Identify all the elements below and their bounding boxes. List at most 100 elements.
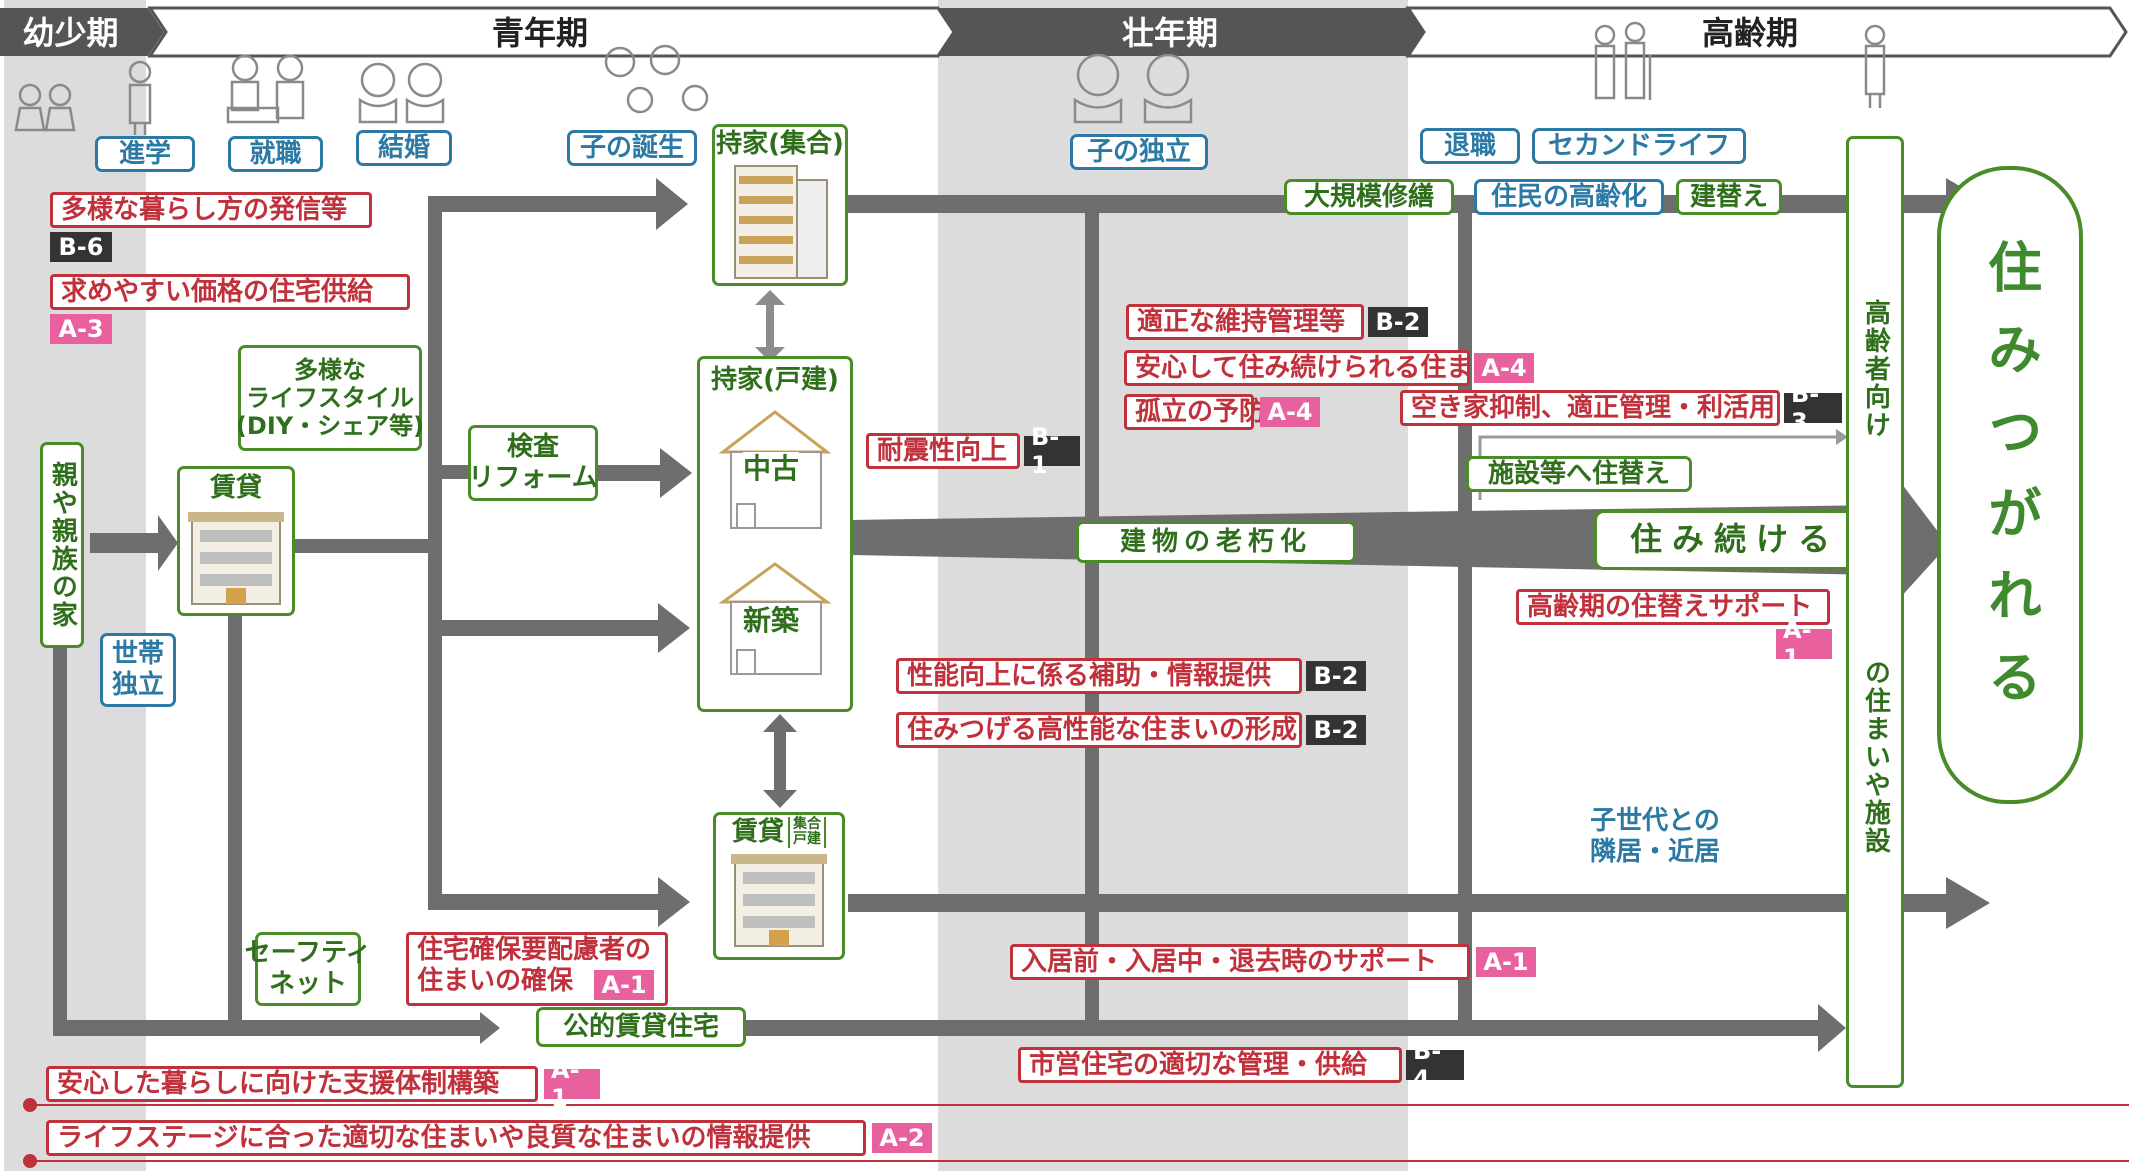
tayou-lifestyle-line2: ライフスタイル	[246, 383, 414, 412]
code-tekisei: B-2	[1368, 307, 1428, 337]
housing-rental: 賃貸	[177, 466, 295, 616]
code-seinou: B-2	[1306, 661, 1366, 691]
arrowhead-public-end	[1818, 1004, 1846, 1052]
tayou-lifestyle-line1: 多様な	[294, 355, 366, 384]
label-tatekae: 建替え	[1676, 179, 1782, 215]
house-new: 新築	[715, 558, 835, 678]
link-house-rental	[774, 728, 786, 793]
arrowhead-parent-to-rental	[158, 515, 178, 571]
event-ko-tanjo: 子の誕生	[567, 130, 697, 166]
code-shien: A-1	[544, 1056, 600, 1112]
flow-to-public-rental	[53, 1020, 483, 1036]
code-joho: A-2	[872, 1123, 932, 1153]
event-taishoku: 退職	[1420, 128, 1520, 164]
timeline-info-dot	[23, 1154, 37, 1168]
tayou-lifestyle-line3: (DIY・シェア等)	[235, 412, 425, 441]
used-label: 中古	[743, 451, 800, 485]
worker-figure	[226, 54, 305, 124]
condo-label: 持家(集合)	[716, 129, 844, 159]
flow-to-reform	[428, 465, 468, 479]
kensa-reform-line1: 検査	[506, 432, 559, 463]
ko-sedai-line2: 隣居・近居	[1589, 837, 1720, 867]
link-house-rental-bottom	[763, 790, 797, 808]
housing-condo: 持家(集合)	[712, 124, 848, 286]
ko-sedai-line1: 子世代との	[1590, 806, 1720, 837]
flow-reform-to-house	[592, 465, 662, 481]
arrowhead-public-rental	[480, 1012, 500, 1044]
event-kekkon: 結婚	[356, 130, 452, 166]
detached-label: 持家(戸建)	[711, 365, 839, 395]
code-taishin: B-1	[1024, 423, 1080, 479]
code-shiei: B-4	[1406, 1037, 1464, 1093]
arrowhead-facility	[1836, 429, 1848, 445]
stage-middle: 壮年期	[1121, 14, 1218, 52]
arrowhead-rental2	[658, 877, 690, 927]
elderly-couple-figure	[1594, 21, 1652, 100]
flow-vertical-middle	[1085, 200, 1099, 1020]
arrowhead-condo	[656, 178, 688, 230]
flow-vertical-elder	[1458, 200, 1472, 1020]
flow-to-rental2	[428, 894, 660, 910]
children-figure	[14, 83, 76, 132]
policy-kakuho: 住宅確保要配慮者の 住まいの確保	[406, 932, 668, 1006]
housing-setai-dokuritsu: 世帯 独立	[100, 633, 176, 707]
flow-to-condo	[428, 196, 658, 212]
condo-building-icon	[734, 164, 828, 279]
policy-nyukyo: 入居前・入居中・退去時のサポート	[1010, 944, 1470, 980]
policy-hasshin: 多様な暮らし方の発信等	[50, 192, 372, 228]
rental2-header: 賃貸 集合 戸建	[731, 816, 826, 848]
flow-to-new	[428, 620, 660, 636]
label-ko-sedai: 子世代との 隣居・近居	[1560, 800, 1750, 874]
rental2-label: 賃貸	[731, 817, 784, 848]
student-figure	[128, 60, 152, 135]
policy-sumikae-support: 高齢期の住替えサポート	[1516, 589, 1830, 625]
flow-live-on-arrow	[850, 455, 1948, 620]
code-koritsu: A-4	[1260, 397, 1320, 427]
middle-age-couple-figure	[1073, 53, 1193, 124]
elderly-facility-line1: 高齢者向け	[1860, 299, 1891, 439]
family-figure	[604, 44, 709, 114]
kakuho-line1: 住宅確保要配慮者の	[417, 935, 652, 965]
housing-rental2: 賃貸 集合 戸建	[713, 812, 845, 960]
policy-akiya: 空き家抑制、適正管理・利活用	[1400, 390, 1780, 426]
policy-seinou: 性能向上に係る補助・情報提供	[896, 658, 1302, 694]
arrowhead-rental2-end	[1946, 877, 1990, 929]
link-house-rental-top	[763, 714, 797, 732]
stage-childhood: 幼少期	[22, 14, 119, 52]
housing-parent-home: 親や親族の家	[40, 442, 84, 648]
code-sumikae-support: A-1	[1776, 616, 1832, 672]
flow-rental-down	[228, 610, 242, 1030]
link-condo-house-bottom	[755, 347, 785, 362]
rental-building-icon	[188, 511, 284, 605]
code-hasshin: B-6	[50, 232, 112, 262]
event-second-life: セカンドライフ	[1532, 128, 1746, 164]
rental2-sub-2: 戸建	[793, 831, 821, 848]
flow-parent-to-rental	[90, 533, 160, 553]
flow-rental2-line	[848, 894, 1948, 912]
code-kakaku: A-3	[50, 314, 112, 344]
stage-youth: 青年期	[491, 14, 588, 52]
label-daikibo: 大規模修繕	[1284, 179, 1454, 215]
flow-parent-down	[53, 630, 67, 1030]
code-kakuho: A-1	[594, 970, 654, 1000]
flow-public-line	[720, 1020, 1820, 1036]
stage-ribbon-childhood	[0, 8, 164, 56]
rental2-sub-1: 集合	[793, 816, 821, 832]
code-anshin-sumi: A-4	[1474, 353, 1534, 383]
policy-tekisei: 適正な維持管理等	[1126, 304, 1364, 340]
event-ko-dokuritsu: 子の独立	[1070, 134, 1208, 170]
policy-shien: 安心した暮らしに向けた支援体制構築	[46, 1066, 538, 1102]
timeline-support-dot	[23, 1098, 37, 1112]
kakuho-line2: 住まいの確保	[417, 965, 574, 996]
flow-trunk-vertical	[428, 200, 442, 910]
policy-shiei: 市営住宅の適切な管理・供給	[1018, 1047, 1402, 1083]
stage-elderly: 高齢期	[1701, 14, 1798, 52]
label-shisetsu: 施設等へ住替え	[1466, 456, 1692, 492]
safety-net-line1: セーフティ	[244, 938, 372, 969]
house-used: 中古	[715, 404, 835, 534]
new-label: 新築	[743, 603, 800, 637]
rental2-building-icon	[731, 853, 827, 947]
policy-anshin-sumi: 安心して住み続けられる住まい	[1124, 350, 1498, 386]
event-shushoku: 就職	[228, 136, 323, 172]
